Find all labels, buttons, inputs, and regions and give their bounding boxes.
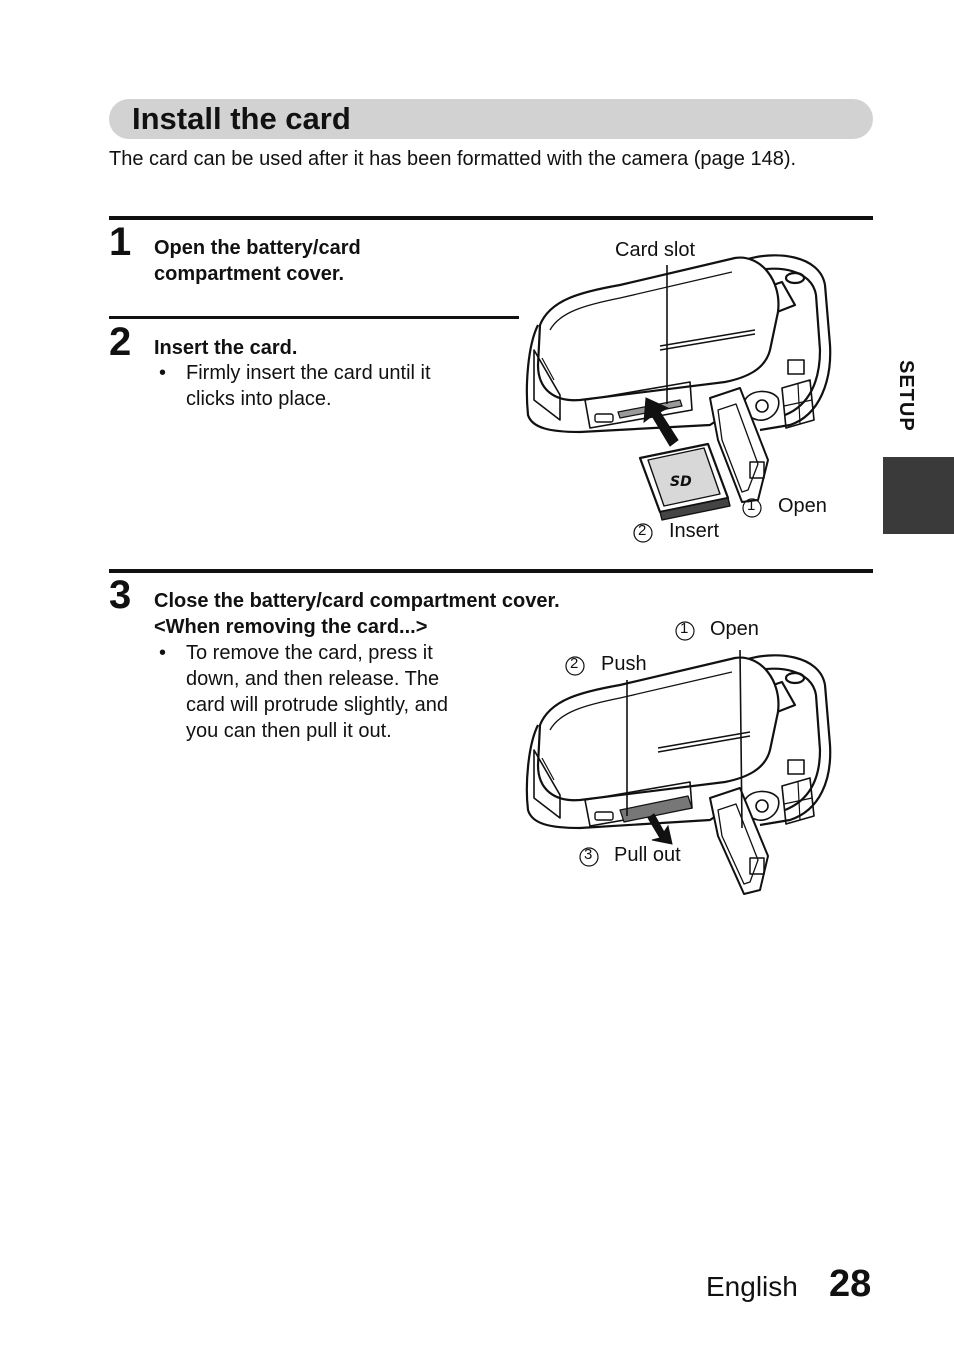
step-3-number: 3 — [109, 573, 132, 617]
bullet-dot: • — [159, 362, 167, 384]
step-3-bullet-line3: card will protrude slightly, and — [186, 694, 448, 716]
step-2-bullet-line1: Firmly insert the card until it — [186, 362, 431, 384]
fig1-open-label: Open — [778, 495, 827, 517]
card-slot-label: Card slot — [615, 239, 696, 261]
fig1-insert-number: 2 — [638, 522, 647, 539]
fig1-open-marker: 1 — [741, 494, 763, 522]
fig2-push-marker: 2 — [564, 652, 586, 680]
step-3-bullet: • To remove the card, press it down, and… — [159, 640, 519, 744]
fig2-open-label: Open — [710, 618, 759, 640]
figure-card-insert: SD — [525, 254, 832, 521]
step-1-heading-line2: compartment cover. — [154, 263, 345, 285]
side-tab-block — [883, 457, 954, 534]
step-2-rule — [109, 316, 519, 319]
fig2-open-marker: 1 — [674, 617, 696, 645]
side-tab-label: SETUP — [895, 360, 917, 432]
fig2-pull-label: Pull out — [614, 844, 681, 866]
figure-card-remove — [525, 649, 832, 895]
step-2-bullet-line2: clicks into place. — [186, 388, 332, 410]
page-number: 28 — [829, 1263, 872, 1305]
step-1-number: 1 — [109, 220, 132, 264]
bullet-dot: • — [159, 642, 167, 664]
step-3-heading: Close the battery/card compartment cover… — [154, 590, 560, 612]
fig2-pull-marker: 3 — [578, 843, 600, 871]
step-2-heading: Insert the card. — [154, 337, 298, 359]
fig2-push-label: Push — [601, 653, 647, 675]
step-2-bullet: • Firmly insert the card until it clicks… — [159, 360, 519, 412]
fig2-push-number: 2 — [570, 655, 579, 672]
fig2-open-number: 1 — [680, 620, 689, 637]
step-3-rule — [109, 569, 873, 573]
step-3-bullet-line4: you can then pull it out. — [186, 720, 392, 742]
section-title-bar — [109, 99, 873, 139]
intro-text: The card can be used after it has been f… — [109, 148, 797, 170]
step-1-heading-line1: Open the battery/card — [154, 237, 361, 259]
step-2-number: 2 — [109, 320, 132, 364]
step-3-bullet-line2: down, and then release. The — [186, 668, 440, 690]
section-title: Install the card — [132, 101, 351, 136]
step-3-bullet-line1: To remove the card, press it — [186, 642, 433, 664]
sd-logo: SD — [670, 474, 692, 490]
fig1-insert-label: Insert — [669, 520, 720, 542]
fig1-insert-marker: 2 — [632, 519, 654, 547]
fig2-pull-number: 3 — [584, 846, 593, 863]
step-3-subheading: <When removing the card...> — [154, 616, 428, 638]
fig1-open-number: 1 — [747, 497, 756, 514]
step-1-rule — [109, 216, 873, 220]
footer-language: English — [706, 1271, 798, 1302]
